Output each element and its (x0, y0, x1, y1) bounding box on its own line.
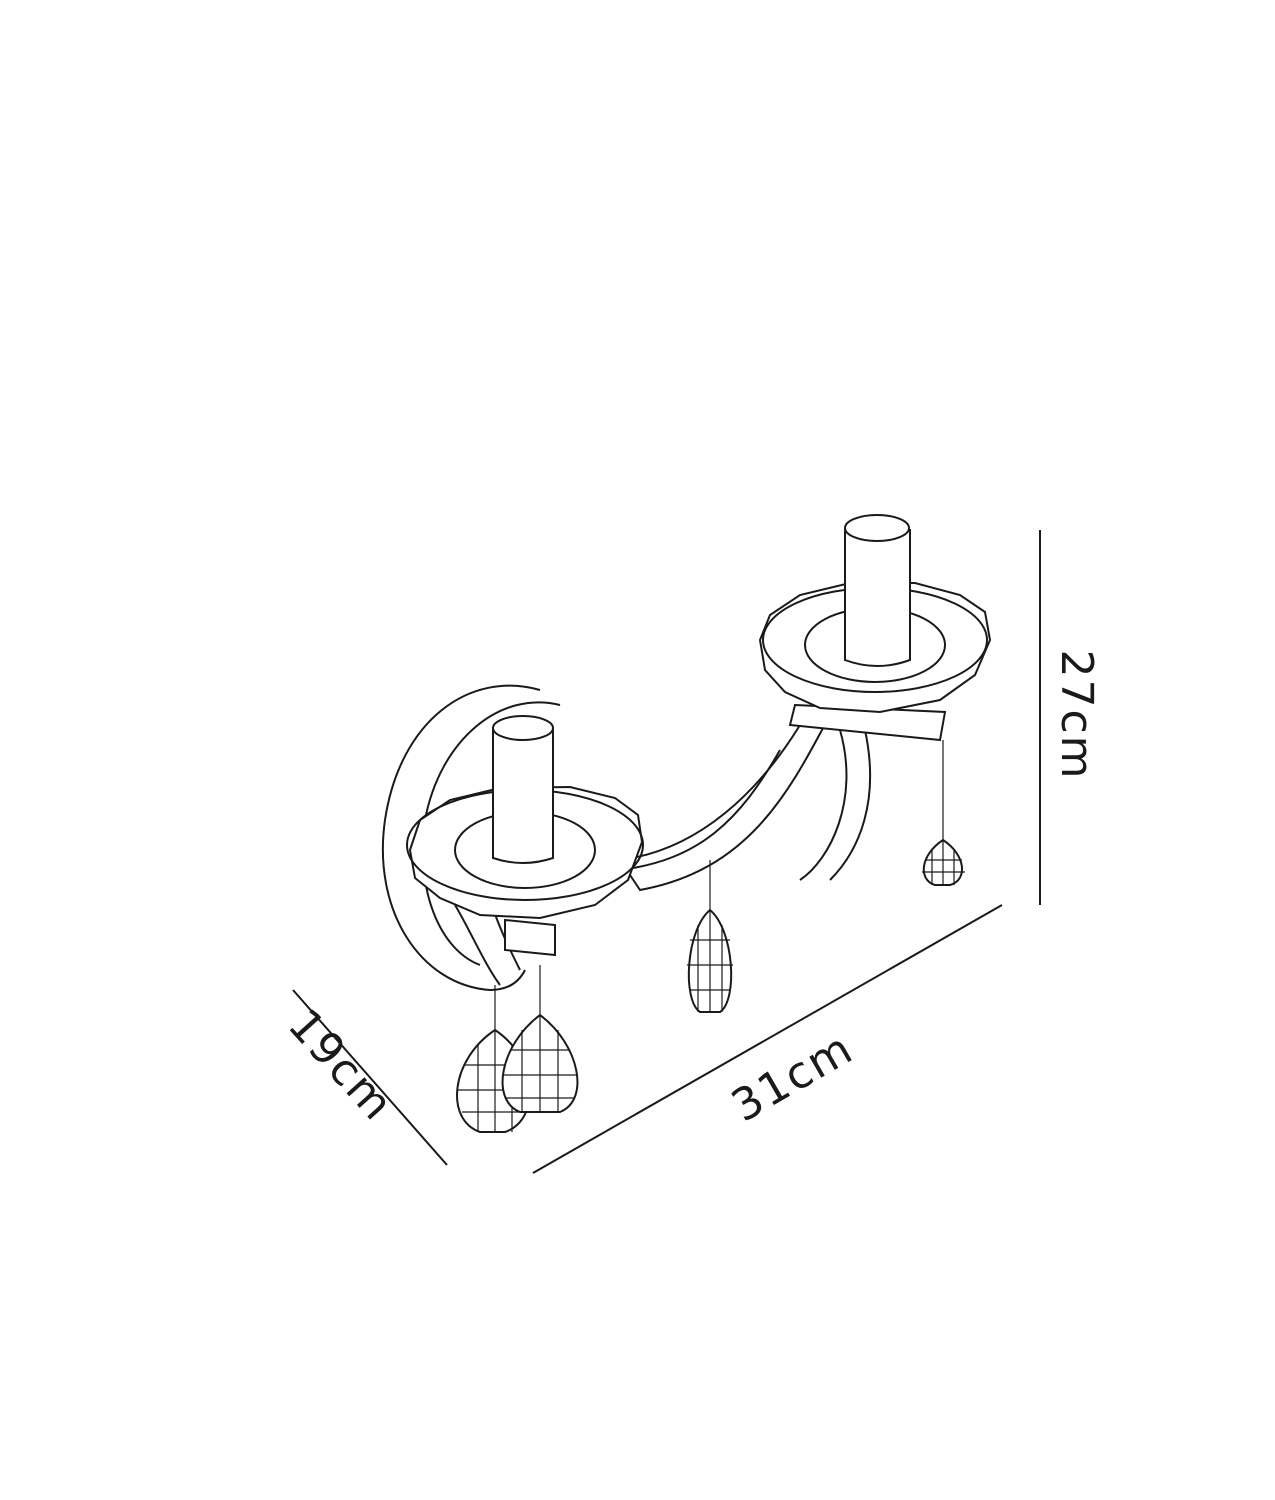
right-candle (844, 514, 911, 667)
left-candle (492, 715, 554, 864)
crystal-drop (501, 965, 579, 1113)
crystal-drop (687, 860, 733, 1013)
width-label: 31cm (723, 1023, 862, 1133)
crystal-drop (922, 740, 965, 886)
height-label: 27cm (1051, 649, 1102, 780)
depth-dimension-line (292, 989, 448, 1166)
depth-label: 19cm (278, 1000, 404, 1132)
crystal-drops (456, 740, 965, 1133)
width-dimension-line (532, 904, 1003, 1174)
